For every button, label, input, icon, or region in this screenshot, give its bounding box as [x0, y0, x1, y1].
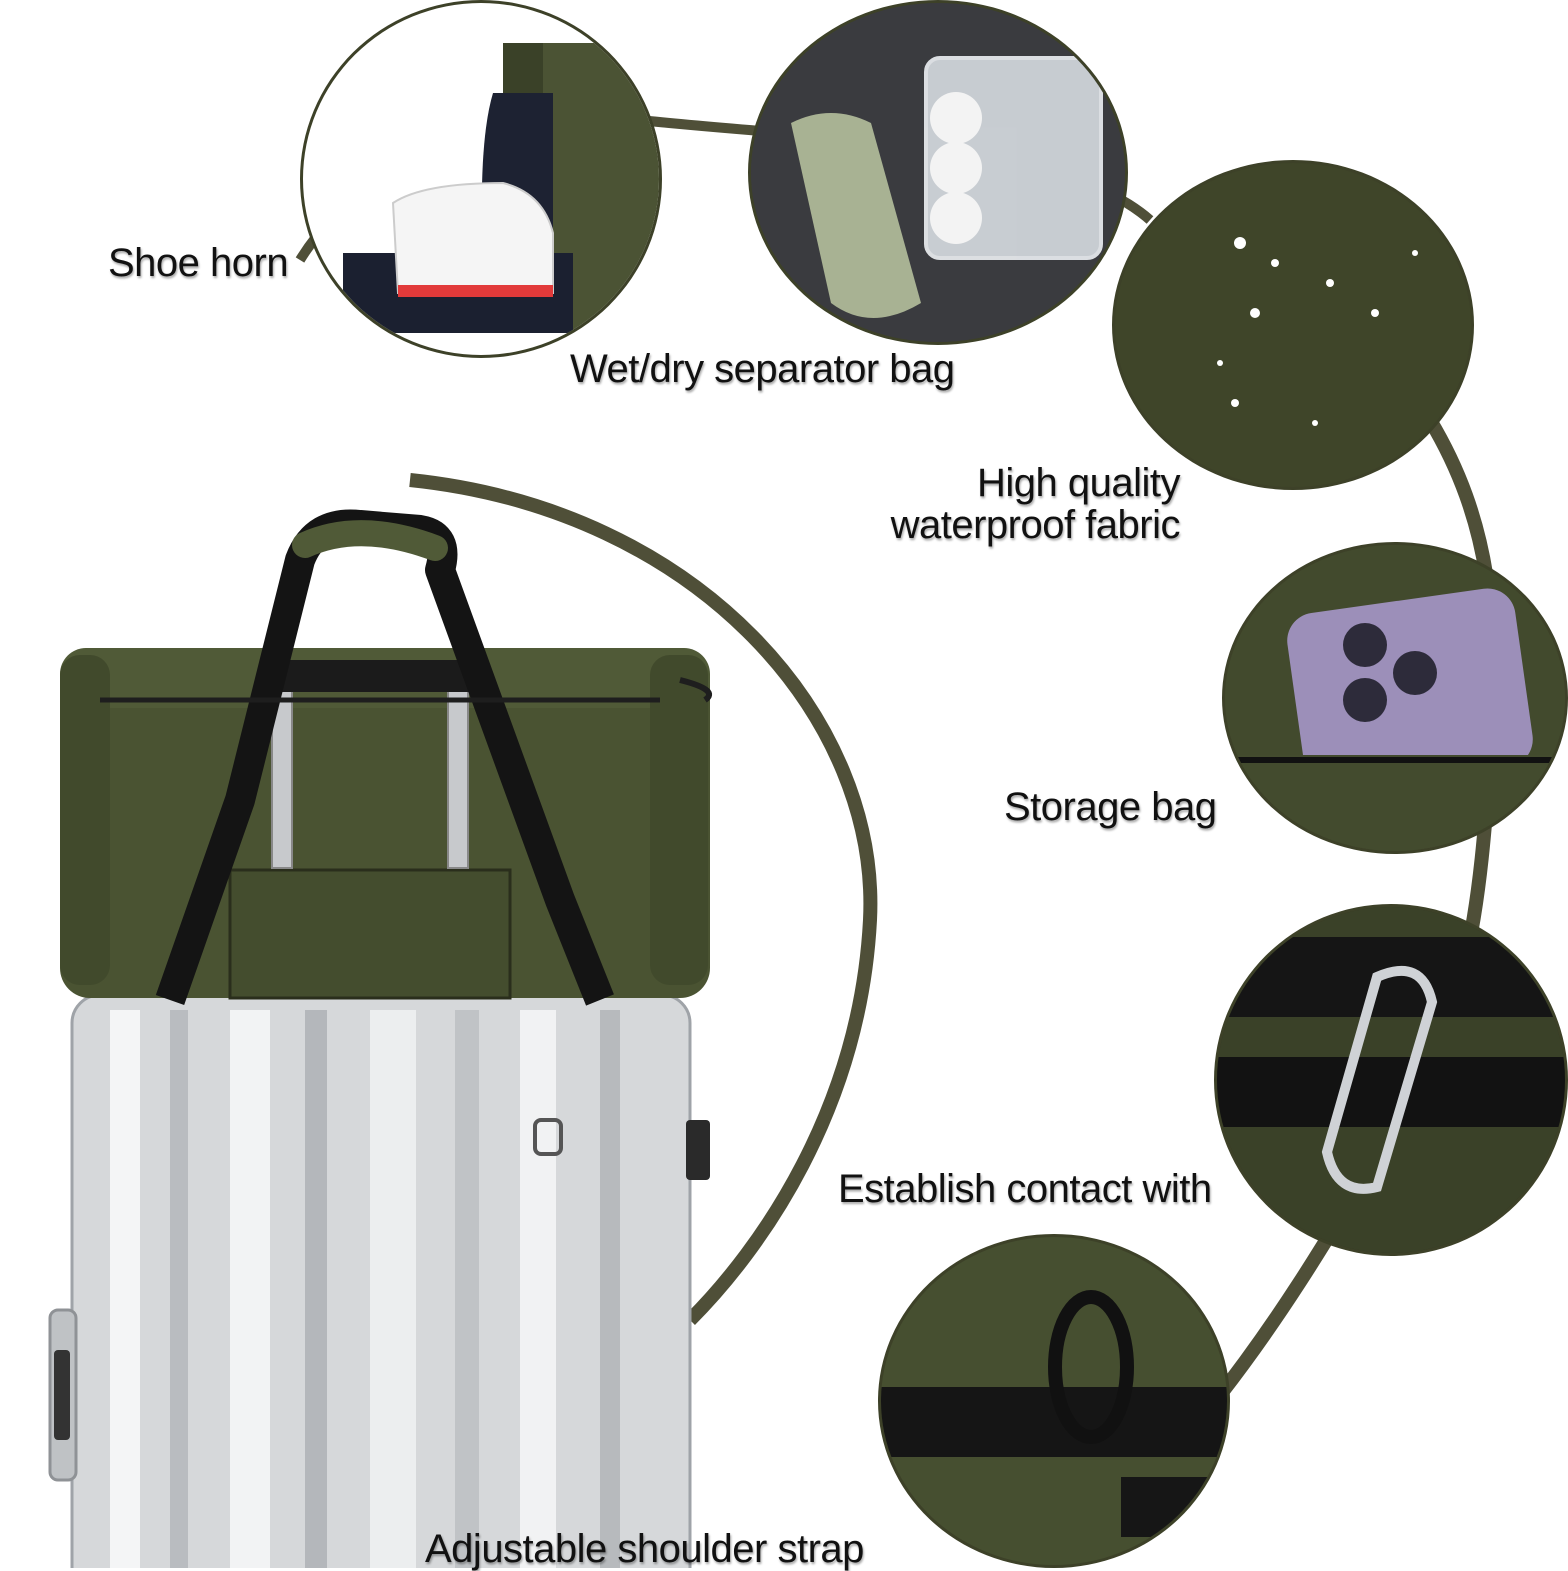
storage-pocket-photo [1222, 542, 1568, 854]
label-shoe-horn: Shoe horn [108, 241, 289, 285]
carabiner-photo [1214, 904, 1568, 1256]
waterproof-fabric-photo [1112, 160, 1474, 490]
label-establish-contact: Establish contact with [838, 1167, 1212, 1211]
label-waterproof-fabric-line1: High quality [976, 461, 1181, 505]
label-storage-bag: Storage bag [1004, 785, 1217, 829]
suitcase-tag-icon [533, 1118, 563, 1156]
shoe-compartment-photo [300, 0, 662, 358]
label-wet-dry-separator: Wet/dry separator bag [570, 347, 955, 391]
large-arc [409, 473, 878, 1325]
wet-dry-separator-photo [748, 0, 1128, 345]
shoulder-strap-photo [878, 1234, 1230, 1568]
label-shoulder-strap: Adjustable shoulder strap [425, 1527, 864, 1571]
label-waterproof-fabric-line2: waterproof fabric [890, 503, 1181, 547]
suitcase [48, 993, 710, 1568]
label-waterproof-fabric: High quality waterproof fabric [850, 461, 1181, 547]
duffel-bag [60, 509, 713, 1006]
